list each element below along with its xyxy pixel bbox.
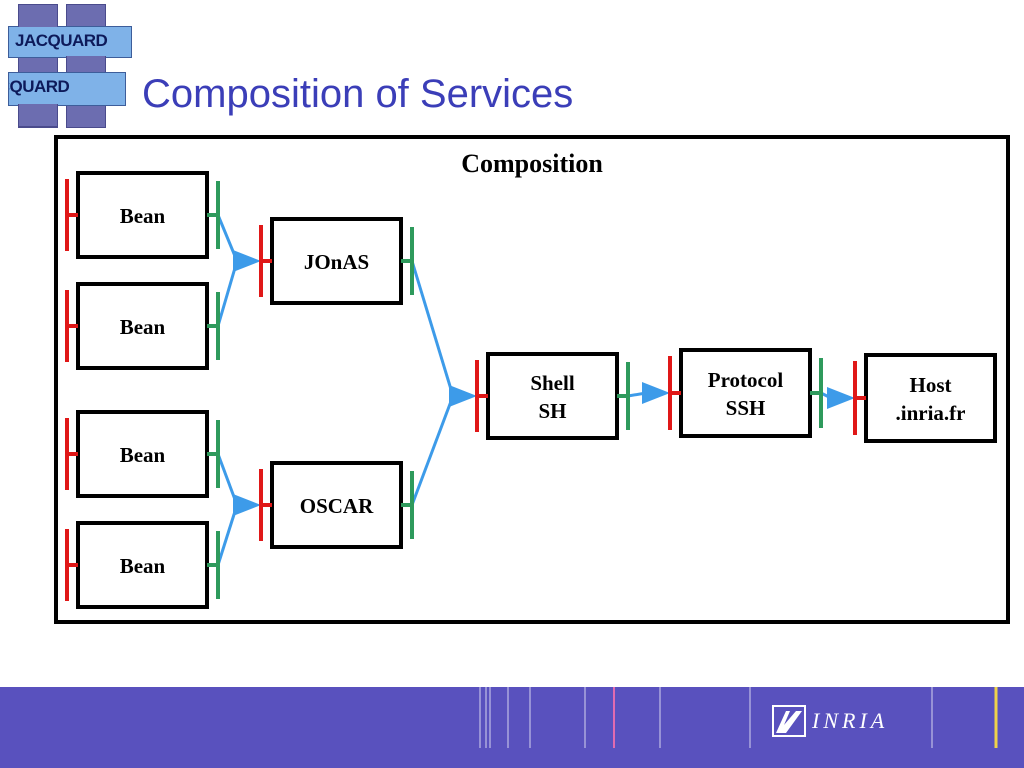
binding-arrow xyxy=(233,494,261,516)
component-box xyxy=(76,171,209,259)
component-host: Host .inria.fr xyxy=(853,353,997,443)
component-jonas: JOnAS xyxy=(259,217,414,305)
component-label: Protocol xyxy=(708,368,784,392)
logo-text-top: JACQUARD xyxy=(15,31,108,50)
component-bean1: Bean xyxy=(65,171,220,259)
footer-band: INRIA xyxy=(0,687,1024,768)
components: BeanBeanBeanBeanJOnASOSCARShellSHProtoco… xyxy=(65,171,997,609)
component-box xyxy=(76,521,209,609)
binding-line xyxy=(410,395,455,506)
component-box xyxy=(679,348,812,438)
component-label: Host xyxy=(910,373,952,397)
component-label: Bean xyxy=(120,315,166,339)
binding-arrow xyxy=(827,387,855,409)
component-box xyxy=(864,353,997,443)
binding-line xyxy=(216,260,239,327)
footer-stripes xyxy=(479,687,998,748)
component-bean4: Bean xyxy=(65,521,220,609)
inria-wordmark: INRIA xyxy=(812,708,889,733)
binding-arrow xyxy=(642,382,670,404)
binding-arrows xyxy=(233,250,855,516)
composition-frame xyxy=(54,135,1010,624)
binding-arrow xyxy=(449,385,477,407)
component-label: SH xyxy=(538,399,566,423)
component-label: Bean xyxy=(120,554,166,578)
component-label: Bean xyxy=(120,204,166,228)
page-title: Composition of Services xyxy=(142,72,574,116)
logo-text-bottom: JACQUARD xyxy=(9,77,70,96)
component-box xyxy=(486,352,619,440)
binding-arrow xyxy=(233,250,261,272)
composition-diagram: Composition BeanBeanBeanBeanJOnASOSCARSh… xyxy=(54,135,1010,624)
inria-logo: INRIA xyxy=(772,705,888,737)
component-bean2: Bean xyxy=(65,282,220,370)
component-label: .inria.fr xyxy=(896,401,966,425)
component-bean3: Bean xyxy=(65,410,220,498)
inria-emblem-icon xyxy=(772,705,806,737)
jacquard-logo: JACQUARD JACQUARD xyxy=(0,0,140,130)
component-oscar: OSCAR xyxy=(259,461,414,549)
component-label: OSCAR xyxy=(300,494,374,518)
component-label: Bean xyxy=(120,443,166,467)
component-label: JOnAS xyxy=(304,250,369,274)
composition-label: Composition xyxy=(461,149,603,178)
component-label: SSH xyxy=(726,396,766,420)
binding-line xyxy=(410,260,455,397)
component-label: Shell xyxy=(530,371,575,395)
component-box xyxy=(270,217,403,305)
